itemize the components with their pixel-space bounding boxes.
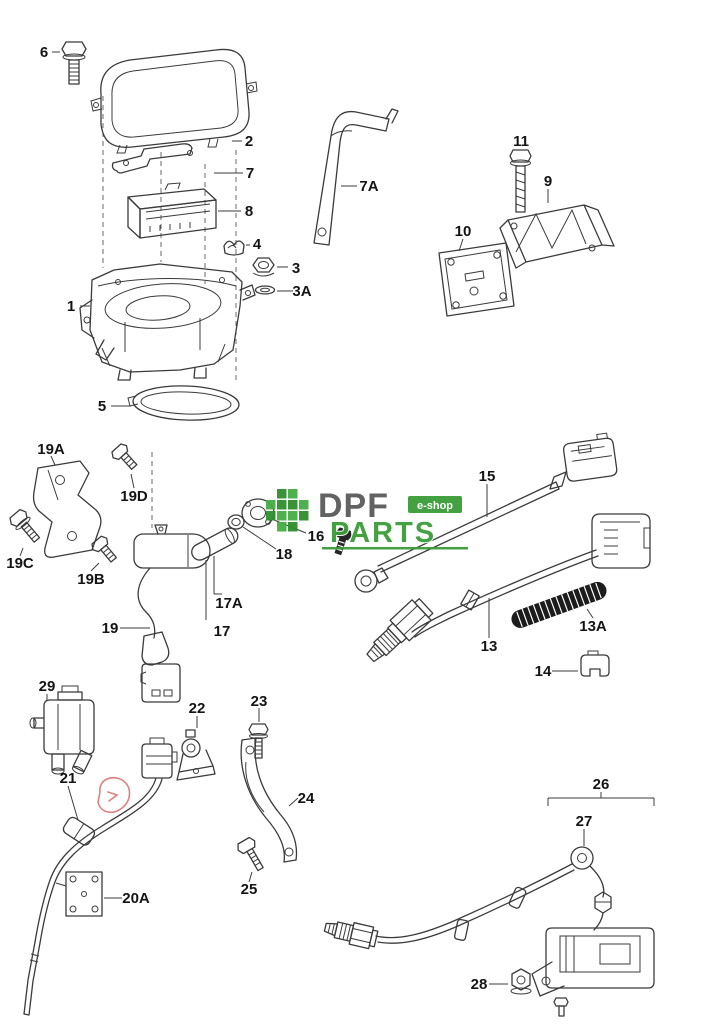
part-14-clip (580, 650, 610, 677)
part-27-cable-grommet-2 (453, 918, 470, 941)
part-27-hex (594, 891, 612, 914)
part-13-sensor-body (366, 598, 434, 663)
part-7-bracket (111, 143, 193, 174)
part-7a-bracket (313, 108, 399, 246)
part-18-oring (227, 514, 245, 530)
callout-5: 5 (98, 398, 106, 415)
watermark-brand-top: DPF (318, 487, 389, 525)
part-27-sensor-body (323, 921, 379, 950)
assembly-bracket-right (438, 149, 615, 317)
part-9-bracket (499, 204, 615, 269)
part-3a-washer (254, 285, 276, 295)
watermark-logo: DPF e-shop PARTS (266, 487, 468, 550)
part-19-sensor (133, 524, 211, 703)
callout-13a: 13A (579, 618, 607, 635)
part-11-bolt (509, 149, 532, 213)
part-20a-probe (23, 941, 41, 1016)
callout-15: 15 (479, 468, 496, 485)
part-19b-bolt (91, 535, 118, 563)
part-20a-plate (55, 871, 103, 917)
callout-21: 21 (60, 770, 77, 787)
assembly-sensor-15 (354, 432, 618, 593)
part-10-plate (438, 242, 515, 317)
part-27-grommet (570, 846, 594, 870)
callout-1: 1 (67, 298, 75, 315)
callout-labels: 6 2 7 7A 8 4 3 3A 1 5 11 9 10 19A 19D 19… (6, 44, 609, 993)
watermark-pixel-blocks (266, 489, 309, 532)
callout-18: 18 (276, 546, 293, 563)
callout-10: 10 (455, 223, 472, 240)
part-20a-plug (141, 737, 178, 779)
part-13a-sleeve (511, 581, 607, 628)
part-6-bolt (61, 41, 87, 85)
part-25-bolt (237, 836, 264, 872)
callout-20a: 20A (122, 890, 150, 907)
callout-13: 13 (481, 638, 498, 655)
callout-19b: 19B (77, 571, 105, 588)
part-24-bracket (240, 737, 298, 863)
watermark-brand-bottom: PARTS (330, 517, 436, 549)
watermark-badge-box (408, 496, 462, 513)
part-3-nut (252, 257, 275, 277)
assembly-lambda-13 (366, 513, 651, 677)
assembly-ecu-housing (52, 41, 293, 421)
callout-16: 16 (308, 528, 325, 545)
callout-17: 17 (214, 623, 231, 640)
part-19d-screw (111, 443, 138, 470)
part-27-cable-grommet-1 (508, 886, 527, 909)
callout-24: 24 (298, 790, 315, 807)
part-28-nut (510, 968, 532, 995)
callout-8: 8 (245, 203, 253, 220)
part-2-cover (90, 48, 258, 154)
callout-9: 9 (544, 173, 552, 190)
red-annotation (97, 776, 131, 814)
callout-19c: 19C (6, 555, 34, 572)
part-15-connector (562, 432, 618, 482)
callout-11: 11 (513, 133, 529, 150)
callout-29: 29 (39, 678, 56, 695)
callout-22: 22 (189, 700, 206, 717)
assembly-speed-sensor (9, 443, 352, 703)
callout-26: 26 (593, 776, 610, 793)
callout-19d: 19D (120, 488, 148, 505)
assembly-lambda-27 (323, 792, 655, 1017)
part-13-clamp (460, 589, 480, 611)
part-19a-bracket (32, 460, 102, 558)
callout-4: 4 (253, 236, 262, 253)
part-13-connector (591, 513, 651, 569)
callout-3a: 3A (292, 283, 311, 300)
watermark-underline (322, 547, 468, 550)
assembly-egt-sensor (23, 708, 299, 1016)
part-8-control-unit (127, 182, 217, 239)
callout-7: 7 (246, 165, 254, 182)
callout-27: 27 (576, 813, 593, 830)
part-15-ring-terminal (354, 567, 389, 593)
part-23-bolt (248, 723, 269, 759)
callout-17a: 17A (215, 595, 243, 612)
callout-3: 3 (292, 260, 300, 277)
part-4-clip (223, 240, 245, 256)
callout-7a: 7A (359, 178, 378, 195)
callout-28: 28 (471, 976, 488, 993)
callout-19: 19 (102, 620, 119, 637)
part-29-valve (29, 685, 95, 775)
callout-14: 14 (535, 663, 552, 680)
part-21-clip (62, 816, 96, 846)
callout-19a: 19A (37, 441, 65, 458)
part-17-sleeve (191, 527, 239, 561)
part-22-clamp (176, 729, 216, 781)
part-27-control-box (531, 927, 655, 1017)
callout-23: 23 (251, 693, 268, 710)
callout-2: 2 (245, 133, 253, 150)
watermark-badge-text: e-shop (417, 500, 453, 512)
callout-6: 6 (40, 44, 48, 61)
callout-25: 25 (241, 881, 258, 898)
part-19c-bolt (9, 508, 41, 543)
part-5-gasket (127, 385, 240, 421)
part-1-housing (79, 263, 256, 381)
part-26-brace (547, 792, 655, 806)
